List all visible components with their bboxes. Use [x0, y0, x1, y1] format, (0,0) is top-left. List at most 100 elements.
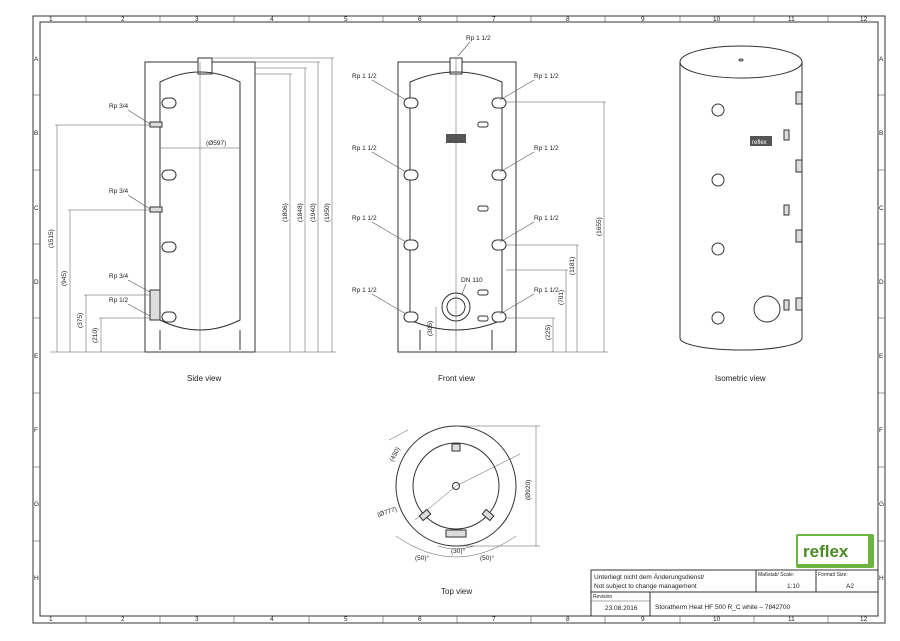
- col-label: 7: [492, 616, 496, 623]
- top-dim: (50)°: [480, 554, 495, 562]
- side-dim-left: (1515): [48, 229, 55, 248]
- col-label: 3: [195, 16, 199, 23]
- front-dim-right: (1181): [569, 257, 576, 275]
- side-dim-left: (945): [61, 271, 68, 286]
- front-dim-right: (225): [545, 325, 552, 340]
- isometric-view-caption: Isometric view: [715, 374, 766, 383]
- column-ticks: [33, 16, 885, 623]
- row-label: C: [879, 205, 884, 212]
- revision-date: 23.08.2016: [605, 605, 638, 612]
- col-label: 3: [195, 616, 199, 623]
- front-port-right: [491, 311, 507, 323]
- format-label: Format/ Size:: [818, 572, 848, 578]
- row-label: B: [34, 130, 38, 137]
- side-port: [161, 241, 177, 253]
- top-dim: (Ø777): [376, 506, 397, 519]
- front-right-label: Rp 1 1/2: [534, 73, 559, 80]
- side-label: Rp 3/4: [109, 273, 129, 280]
- format-value: A2: [846, 583, 854, 590]
- top-connection: [197, 57, 213, 75]
- side-view: Rp 3/4 Rp 3/4 Rp 3/4 Rp 1/2 (Ø597) (1515…: [48, 57, 336, 383]
- scale-value: 1:10: [787, 583, 800, 590]
- front-port-left: [403, 311, 419, 323]
- row-label: B: [879, 130, 883, 137]
- iso-flange: [753, 295, 781, 323]
- front-flange-label: DN 110: [461, 277, 483, 284]
- front-flange-dim: (305): [427, 321, 434, 336]
- front-dim-right: (1655): [596, 217, 603, 236]
- col-label: 11: [788, 16, 795, 23]
- logo-text: reflex: [803, 542, 849, 561]
- col-label: 9: [641, 16, 645, 23]
- column-labels-bottom: 1 2 3 4 5 6 7 8 9 10 11 12: [49, 616, 868, 623]
- top-dim: (Ø920): [525, 480, 532, 500]
- front-port-left: [403, 169, 419, 181]
- row-label: G: [34, 501, 39, 508]
- isometric-view: reflex Isometric view: [679, 45, 803, 383]
- col-label: 4: [270, 16, 274, 23]
- col-label: 5: [344, 16, 348, 23]
- iso-top: [679, 45, 803, 79]
- col-label: 6: [418, 16, 422, 23]
- iso-logo-text: reflex: [752, 140, 767, 146]
- iso-port: [711, 242, 725, 256]
- front-port-right: [491, 97, 507, 109]
- side-dim-right: (1806): [282, 203, 289, 222]
- side-label: Rp 3/4: [109, 103, 129, 110]
- col-label: 12: [860, 616, 868, 623]
- col-label: 4: [270, 616, 274, 623]
- front-logo-plate: [446, 134, 466, 143]
- side-view-caption: Side view: [187, 374, 221, 383]
- row-label: F: [879, 427, 883, 434]
- front-left-label: Rp 1 1/2: [352, 215, 377, 222]
- side-label: Rp 1/2: [109, 297, 129, 304]
- row-label: F: [34, 427, 38, 434]
- top-view-caption: Top view: [441, 587, 472, 596]
- iso-port: [711, 103, 725, 117]
- col-label: 10: [713, 616, 721, 623]
- front-right-label: Rp 1 1/2: [534, 215, 559, 222]
- title-block: Unterliegt nicht dem Änderungsdienst/ No…: [590, 569, 879, 617]
- row-label: A: [34, 56, 39, 63]
- front-left-label: Rp 1 1/2: [352, 73, 377, 80]
- row-label: E: [34, 353, 39, 360]
- col-label: 7: [492, 16, 496, 23]
- outer-border: [32, 15, 886, 624]
- iso-port: [711, 173, 725, 187]
- col-label: 1: [49, 16, 53, 23]
- side-tank-body: [159, 71, 241, 331]
- row-label: H: [34, 575, 39, 582]
- top-dim: (50)°: [415, 554, 430, 562]
- row-label: G: [879, 501, 884, 508]
- scale-label: Maßstab/ Scale:: [758, 572, 794, 578]
- inner-border: [39, 21, 879, 617]
- row-label: D: [879, 279, 884, 286]
- notice-de: Unterliegt nicht dem Änderungsdienst/: [594, 573, 704, 581]
- iso-logo-plate: [750, 136, 772, 146]
- front-right-label: Rp 1 1/2: [534, 287, 559, 294]
- front-port-right: [491, 169, 507, 181]
- col-label: 9: [641, 616, 645, 623]
- row-labels: A B C D E F G H A B C D E F G H: [34, 56, 884, 582]
- col-label: 5: [344, 616, 348, 623]
- top-dim: (30)°: [451, 547, 466, 555]
- front-left-label: Rp 1 1/2: [352, 145, 377, 152]
- col-label: 8: [566, 16, 570, 23]
- row-label: E: [879, 353, 884, 360]
- col-label: 12: [860, 16, 868, 23]
- iso-body: [679, 62, 803, 351]
- side-socket: [149, 121, 163, 128]
- side-dim-right: (1950): [324, 203, 331, 222]
- top-view: (Ø920) (450) (Ø777) (50)° (30)° (50)° To…: [376, 425, 540, 596]
- side-port: [161, 97, 177, 109]
- row-label: D: [34, 279, 39, 286]
- side-socket: [149, 206, 163, 213]
- col-label: 2: [121, 616, 125, 623]
- front-view-caption: Front view: [438, 374, 475, 383]
- col-label: 1: [49, 616, 53, 623]
- front-port-right: [491, 239, 507, 251]
- front-port-left: [403, 97, 419, 109]
- front-right-label: Rp 1 1/2: [534, 145, 559, 152]
- side-socket: [149, 289, 161, 321]
